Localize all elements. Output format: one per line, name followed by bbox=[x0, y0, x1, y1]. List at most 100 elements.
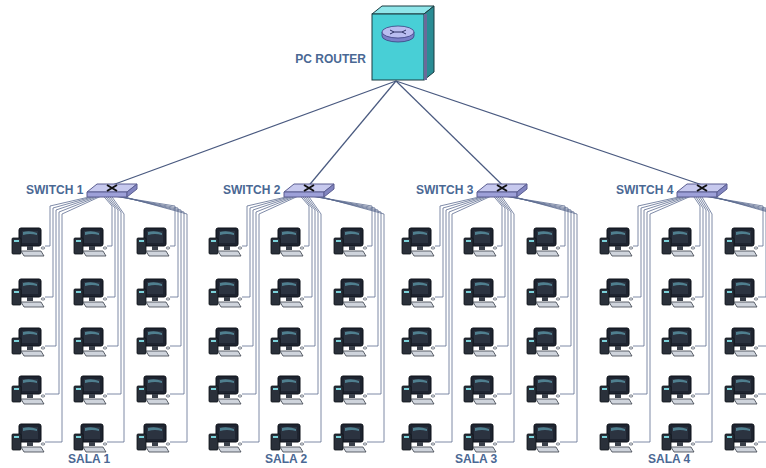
room-label: SALA 4 bbox=[648, 452, 690, 466]
computer-icon bbox=[74, 376, 107, 404]
network-cable bbox=[318, 196, 384, 442]
computer-icon bbox=[662, 279, 695, 307]
network-cable bbox=[509, 196, 574, 394]
network-cable bbox=[119, 196, 184, 394]
computer-icon bbox=[600, 328, 633, 356]
computer-icon bbox=[209, 328, 242, 356]
computer-icon bbox=[402, 328, 435, 356]
network-cable bbox=[304, 196, 321, 442]
computer-icon bbox=[137, 228, 170, 256]
network-cable bbox=[709, 196, 766, 394]
computer-icon bbox=[464, 424, 497, 452]
computer-icon bbox=[402, 228, 435, 256]
switch-icon bbox=[282, 178, 336, 202]
computer-icon bbox=[209, 228, 242, 256]
network-cable bbox=[314, 196, 378, 346]
network-cable bbox=[695, 196, 712, 442]
room-label: SALA 3 bbox=[455, 452, 497, 466]
network-link bbox=[396, 81, 702, 185]
computer-icon bbox=[464, 376, 497, 404]
network-cable bbox=[711, 196, 766, 442]
network-cable bbox=[107, 196, 118, 346]
computer-icon bbox=[334, 228, 367, 256]
computer-icon bbox=[402, 279, 435, 307]
network-link bbox=[396, 81, 502, 185]
network-link bbox=[112, 81, 396, 185]
computer-icon bbox=[527, 279, 560, 307]
computer-icon bbox=[527, 328, 560, 356]
computer-group bbox=[12, 228, 758, 452]
network-cable bbox=[107, 196, 124, 442]
network-cable bbox=[107, 196, 121, 394]
network-cable bbox=[105, 196, 115, 297]
router-node: PC ROUTER bbox=[240, 4, 436, 86]
network-cable bbox=[693, 196, 700, 246]
computer-icon bbox=[725, 328, 758, 356]
computer-icon bbox=[12, 328, 45, 356]
network-cable bbox=[511, 196, 577, 442]
computer-icon bbox=[12, 228, 45, 256]
network-cable bbox=[300, 196, 309, 246]
network-cable bbox=[707, 196, 766, 346]
network-cable bbox=[497, 196, 508, 346]
computer-icon bbox=[334, 424, 367, 452]
network-cable bbox=[302, 196, 312, 297]
computer-icon bbox=[662, 328, 695, 356]
computer-icon bbox=[662, 228, 695, 256]
computer-icon bbox=[334, 328, 367, 356]
network-cable bbox=[695, 196, 706, 346]
switch-icon bbox=[675, 178, 729, 202]
computer-icon bbox=[662, 376, 695, 404]
computer-icon bbox=[464, 228, 497, 256]
computer-icon bbox=[600, 279, 633, 307]
computer-icon bbox=[74, 279, 107, 307]
computer-icon bbox=[600, 376, 633, 404]
computer-icon bbox=[137, 328, 170, 356]
switch-icon bbox=[85, 178, 139, 202]
computer-icon bbox=[12, 376, 45, 404]
computer-icon bbox=[725, 376, 758, 404]
network-cable bbox=[695, 196, 709, 394]
network-cable bbox=[316, 196, 381, 394]
network-cable bbox=[121, 196, 187, 442]
switch-node: SWITCH 3 bbox=[416, 178, 529, 202]
computer-icon bbox=[662, 424, 695, 452]
computer-icon bbox=[137, 376, 170, 404]
network-cable bbox=[45, 196, 97, 346]
computer-icon bbox=[464, 279, 497, 307]
computer-icon bbox=[402, 376, 435, 404]
computer-icon bbox=[74, 328, 107, 356]
computer-icon bbox=[464, 328, 497, 356]
computer-icon bbox=[137, 424, 170, 452]
computer-icon bbox=[271, 328, 304, 356]
computer-icon bbox=[402, 424, 435, 452]
computer-icon bbox=[334, 279, 367, 307]
switch-node: SWITCH 4 bbox=[616, 178, 729, 202]
network-cable bbox=[242, 196, 294, 346]
switch-label: SWITCH 2 bbox=[223, 183, 280, 197]
computer-icon bbox=[271, 228, 304, 256]
network-cable bbox=[633, 196, 687, 346]
computer-icon bbox=[209, 424, 242, 452]
room-label: SALA 2 bbox=[265, 452, 307, 466]
computer-icon bbox=[725, 424, 758, 452]
network-cable bbox=[117, 196, 181, 346]
computer-icon bbox=[725, 228, 758, 256]
network-cable bbox=[497, 196, 514, 442]
computer-icon bbox=[334, 376, 367, 404]
computer-icon bbox=[271, 424, 304, 452]
network-cable bbox=[495, 196, 505, 297]
cable-bundle bbox=[45, 196, 766, 442]
network-link bbox=[309, 81, 396, 185]
computer-icon bbox=[271, 279, 304, 307]
computer-icon bbox=[527, 228, 560, 256]
switch-node: SWITCH 2 bbox=[223, 178, 336, 202]
network-cable bbox=[103, 196, 112, 246]
network-cable bbox=[435, 196, 487, 346]
computer-icon bbox=[600, 228, 633, 256]
room-label: SALA 1 bbox=[68, 452, 110, 466]
computer-icon bbox=[527, 376, 560, 404]
switch-label: SWITCH 4 bbox=[616, 183, 673, 197]
computer-icon bbox=[209, 376, 242, 404]
network-cable bbox=[507, 196, 571, 346]
